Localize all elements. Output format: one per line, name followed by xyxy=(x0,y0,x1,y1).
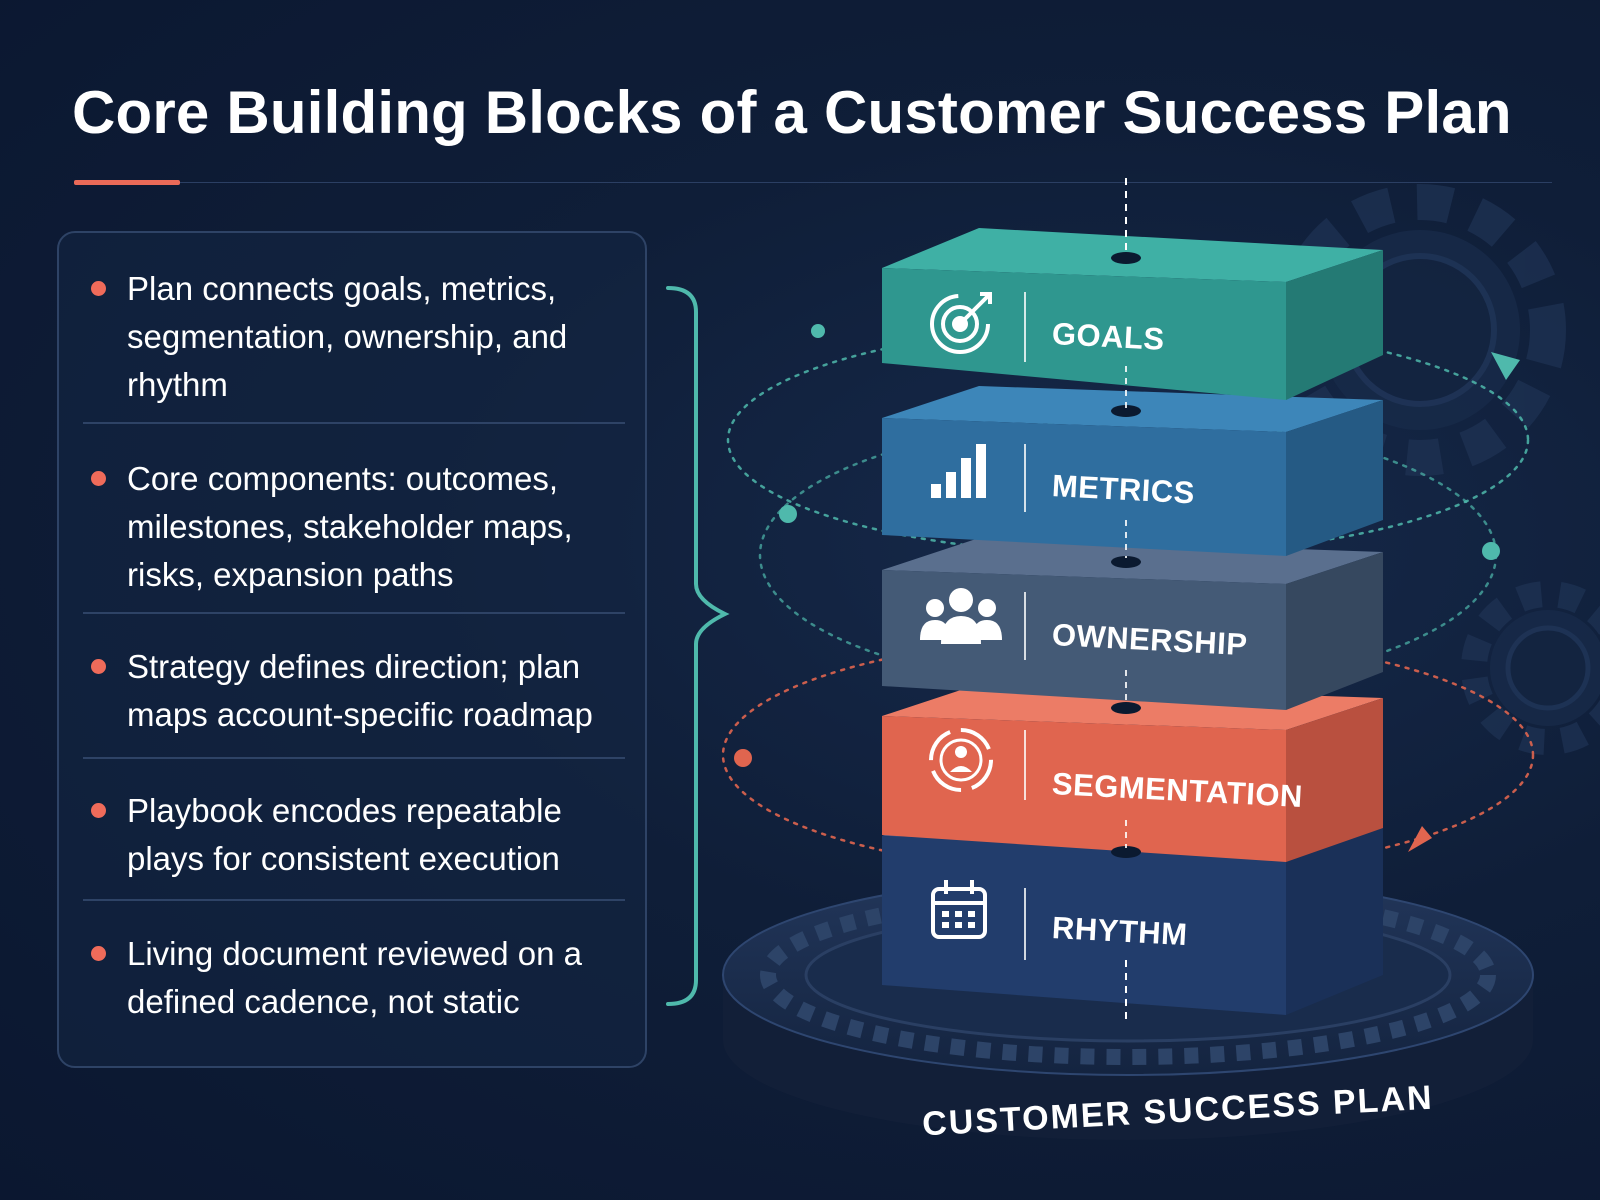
orbit-node xyxy=(779,505,797,523)
brace-connector xyxy=(666,286,730,1006)
key-point-text: Plan connects goals, metrics, segmentati… xyxy=(127,270,568,403)
person-target-icon xyxy=(929,728,993,792)
orbit-node xyxy=(811,324,825,338)
bullet-icon xyxy=(91,281,106,296)
key-point-4: Playbook encodes repeatable plays for co… xyxy=(83,787,625,883)
orbit-node xyxy=(734,749,752,767)
key-point-text: Core components: outcomes, milestones, s… xyxy=(127,460,573,593)
gear-icon xyxy=(1461,581,1600,755)
calendar-grid xyxy=(942,911,975,928)
target-icon xyxy=(930,292,992,354)
bar-chart-icon xyxy=(931,444,986,498)
bullet-icon xyxy=(91,471,106,486)
block-label-goals: GOALS xyxy=(1051,316,1166,357)
orbit-node xyxy=(1482,542,1500,560)
key-point-3: Strategy defines direction; plan maps ac… xyxy=(83,643,625,739)
team-icon xyxy=(920,588,1002,644)
calendar-icon xyxy=(931,880,987,939)
key-point-2: Core components: outcomes, milestones, s… xyxy=(83,455,625,599)
center-axis xyxy=(1111,178,1141,1024)
title-divider xyxy=(74,182,1552,183)
point-divider xyxy=(83,899,625,901)
key-points-panel: Plan connects goals, metrics, segmentati… xyxy=(57,231,647,1068)
key-point-text: Strategy defines direction; plan maps ac… xyxy=(127,648,593,733)
block-label-rhythm: RHYTHM xyxy=(1051,910,1189,953)
point-divider xyxy=(83,422,625,424)
title-accent-bar xyxy=(74,180,180,185)
bullet-icon xyxy=(91,803,106,818)
bullet-icon xyxy=(91,946,106,961)
point-divider xyxy=(83,612,625,614)
arrow-up-icon xyxy=(1491,352,1520,380)
key-point-text: Playbook encodes repeatable plays for co… xyxy=(127,792,562,877)
page-title: Core Building Blocks of a Customer Succe… xyxy=(72,79,1512,146)
key-point-5: Living document reviewed on a defined ca… xyxy=(83,930,625,1026)
block-label-metrics: METRICS xyxy=(1051,468,1196,511)
key-point-text: Living document reviewed on a defined ca… xyxy=(127,935,582,1020)
bullet-icon xyxy=(91,659,106,674)
block-metrics xyxy=(882,386,1383,556)
arrow-down-icon xyxy=(1408,826,1432,852)
point-divider xyxy=(83,757,625,759)
key-point-1: Plan connects goals, metrics, segmentati… xyxy=(83,265,625,409)
